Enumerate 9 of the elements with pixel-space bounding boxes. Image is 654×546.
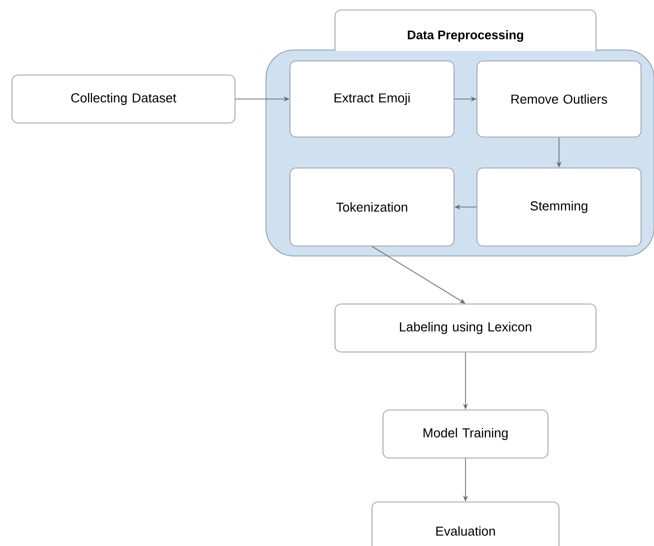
process-box: Collecting Dataset (12, 74, 236, 124)
process-box: Stemming (476, 168, 642, 246)
process-box: Tokenization (290, 168, 454, 246)
process-box: Model Training (382, 410, 548, 458)
heading-tab: Data Preprocessing (334, 10, 596, 52)
process-box: Extract Emoji (290, 60, 454, 138)
process-box: Evaluation (372, 502, 560, 546)
process-box: Labeling using Lexicon (334, 304, 596, 352)
process-box: Remove Outliers (476, 60, 642, 138)
